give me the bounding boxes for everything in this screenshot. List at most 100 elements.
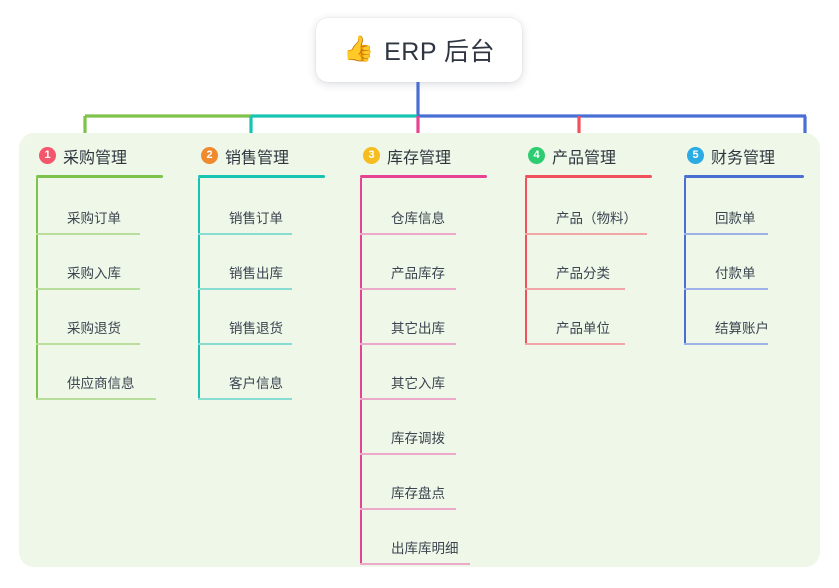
branch-leaf-item[interactable]: 产品分类 [525,235,676,290]
branch-title: 库存管理 [387,149,452,167]
branch-leaf-underline [684,288,768,290]
branch-leaf-item[interactable]: 产品库存 [360,235,516,290]
thumbs-up-icon: 👍 [342,34,375,63]
branch-leaf-label: 结算账户 [715,321,769,336]
branch-number-badge: 5 [687,147,704,164]
branch-header[interactable]: 4 产品管理 [525,133,676,178]
branch-leaf-item[interactable]: 销售出库 [198,235,350,290]
branch-leaf-item[interactable]: 采购入库 [36,235,186,290]
branch-underline [360,175,487,178]
branch-leaf-label: 回款单 [715,211,756,226]
branch-leaf-item[interactable]: 出库库明细 [360,510,516,565]
branch-children: 产品（物料） 产品分类产品单位 [525,178,676,345]
branch-leaf-underline [36,288,140,290]
branch-leaf-item[interactable]: 产品单位 [525,290,676,345]
branch-leaf-item[interactable]: 供应商信息 [36,345,186,400]
branch-leaf-item[interactable]: 客户信息 [198,345,350,400]
branch-leaf-label: 库存盘点 [391,486,445,501]
branch-leaf-underline [36,233,140,235]
branch-header[interactable]: 5 财务管理 [684,133,820,178]
branch-header[interactable]: 2 销售管理 [198,133,350,178]
branch-leaf-underline [198,343,292,345]
branch-column: 5 财务管理回款单付款单结算账户 [676,133,820,567]
branch-column: 4 产品管理产品（物料） 产品分类产品单位 [516,133,676,567]
branch-underline [684,175,804,178]
branch-leaf-underline [360,398,456,400]
branch-leaf-item[interactable]: 其它出库 [360,290,516,345]
branch-leaf-underline [198,288,292,290]
branch-leaf-item[interactable]: 其它入库 [360,345,516,400]
branch-leaf-underline [684,343,768,345]
branch-leaf-label: 销售订单 [229,211,283,226]
branch-leaf-underline [360,288,456,290]
branch-leaf-label: 采购订单 [67,211,121,226]
branch-stem [684,178,686,343]
branch-stem [198,178,200,398]
branch-leaf-label: 客户信息 [229,376,283,391]
branches-panel [19,133,820,567]
branch-number-badge: 4 [528,147,545,164]
branch-underline [525,175,652,178]
branch-header[interactable]: 3 库存管理 [360,133,516,178]
branch-children: 销售订单销售出库销售退货客户信息 [198,178,350,400]
branch-column: 2 销售管理销售订单销售出库销售退货客户信息 [186,133,350,567]
branch-stem [525,178,527,343]
branch-leaf-label: 其它入库 [391,376,445,391]
branch-column: 3 库存管理仓库信息产品库存其它出库其它入库库存调拨库存盘点出库库明细 [350,133,516,567]
branch-leaf-label: 采购入库 [67,266,121,281]
branch-underline [198,175,325,178]
root-node-label: ERP 后台 [384,38,496,66]
branch-title: 销售管理 [225,149,290,167]
branch-number-badge: 2 [201,147,218,164]
branch-leaf-label: 销售出库 [229,266,283,281]
branch-leaf-label: 产品（物料） [556,211,637,226]
branch-leaf-underline [36,343,140,345]
branch-leaf-label: 采购退货 [67,321,121,336]
branch-leaf-underline [360,508,456,510]
branch-leaf-underline [525,343,625,345]
branch-leaf-item[interactable]: 销售订单 [198,180,350,235]
branch-leaf-item[interactable]: 库存调拨 [360,400,516,455]
branch-leaf-item[interactable]: 回款单 [684,180,820,235]
branch-leaf-label: 产品库存 [391,266,445,281]
branch-leaf-label: 仓库信息 [391,211,445,226]
branch-children: 采购订单采购入库采购退货供应商信息 [36,178,186,400]
branch-leaf-item[interactable]: 付款单 [684,235,820,290]
branch-leaf-label: 供应商信息 [67,376,135,391]
branch-leaf-label: 产品单位 [556,321,610,336]
branch-leaf-label: 付款单 [715,266,756,281]
branch-leaf-underline [360,343,456,345]
branch-leaf-underline [198,233,292,235]
branch-leaf-item[interactable]: 库存盘点 [360,455,516,510]
branch-stem [360,178,362,563]
branch-leaf-item[interactable]: 销售退货 [198,290,350,345]
branch-title: 产品管理 [552,149,617,167]
branch-leaf-item[interactable]: 仓库信息 [360,180,516,235]
branch-leaf-label: 出库库明细 [391,541,459,556]
branch-leaf-label: 销售退货 [229,321,283,336]
branch-leaf-label: 库存调拨 [391,431,445,446]
branch-leaf-item[interactable]: 采购退货 [36,290,186,345]
branch-stem [36,178,38,398]
branch-number-badge: 3 [363,147,380,164]
root-node[interactable]: 👍 ERP 后台 [316,18,522,82]
branch-leaf-underline [36,398,156,400]
branch-children: 回款单付款单结算账户 [684,178,820,345]
branch-leaf-underline [525,233,647,235]
branch-leaf-underline [360,563,470,565]
branch-title: 财务管理 [711,149,776,167]
branch-underline [36,175,163,178]
branch-leaf-underline [684,233,768,235]
branch-leaf-underline [198,398,292,400]
branch-leaf-item[interactable]: 结算账户 [684,290,820,345]
branch-leaf-item[interactable]: 产品（物料） [525,180,676,235]
branch-leaf-underline [360,453,456,455]
branch-leaf-label: 产品分类 [556,266,610,281]
branch-leaf-item[interactable]: 采购订单 [36,180,186,235]
branch-leaf-underline [360,233,456,235]
branch-children: 仓库信息产品库存其它出库其它入库库存调拨库存盘点出库库明细 [360,178,516,565]
